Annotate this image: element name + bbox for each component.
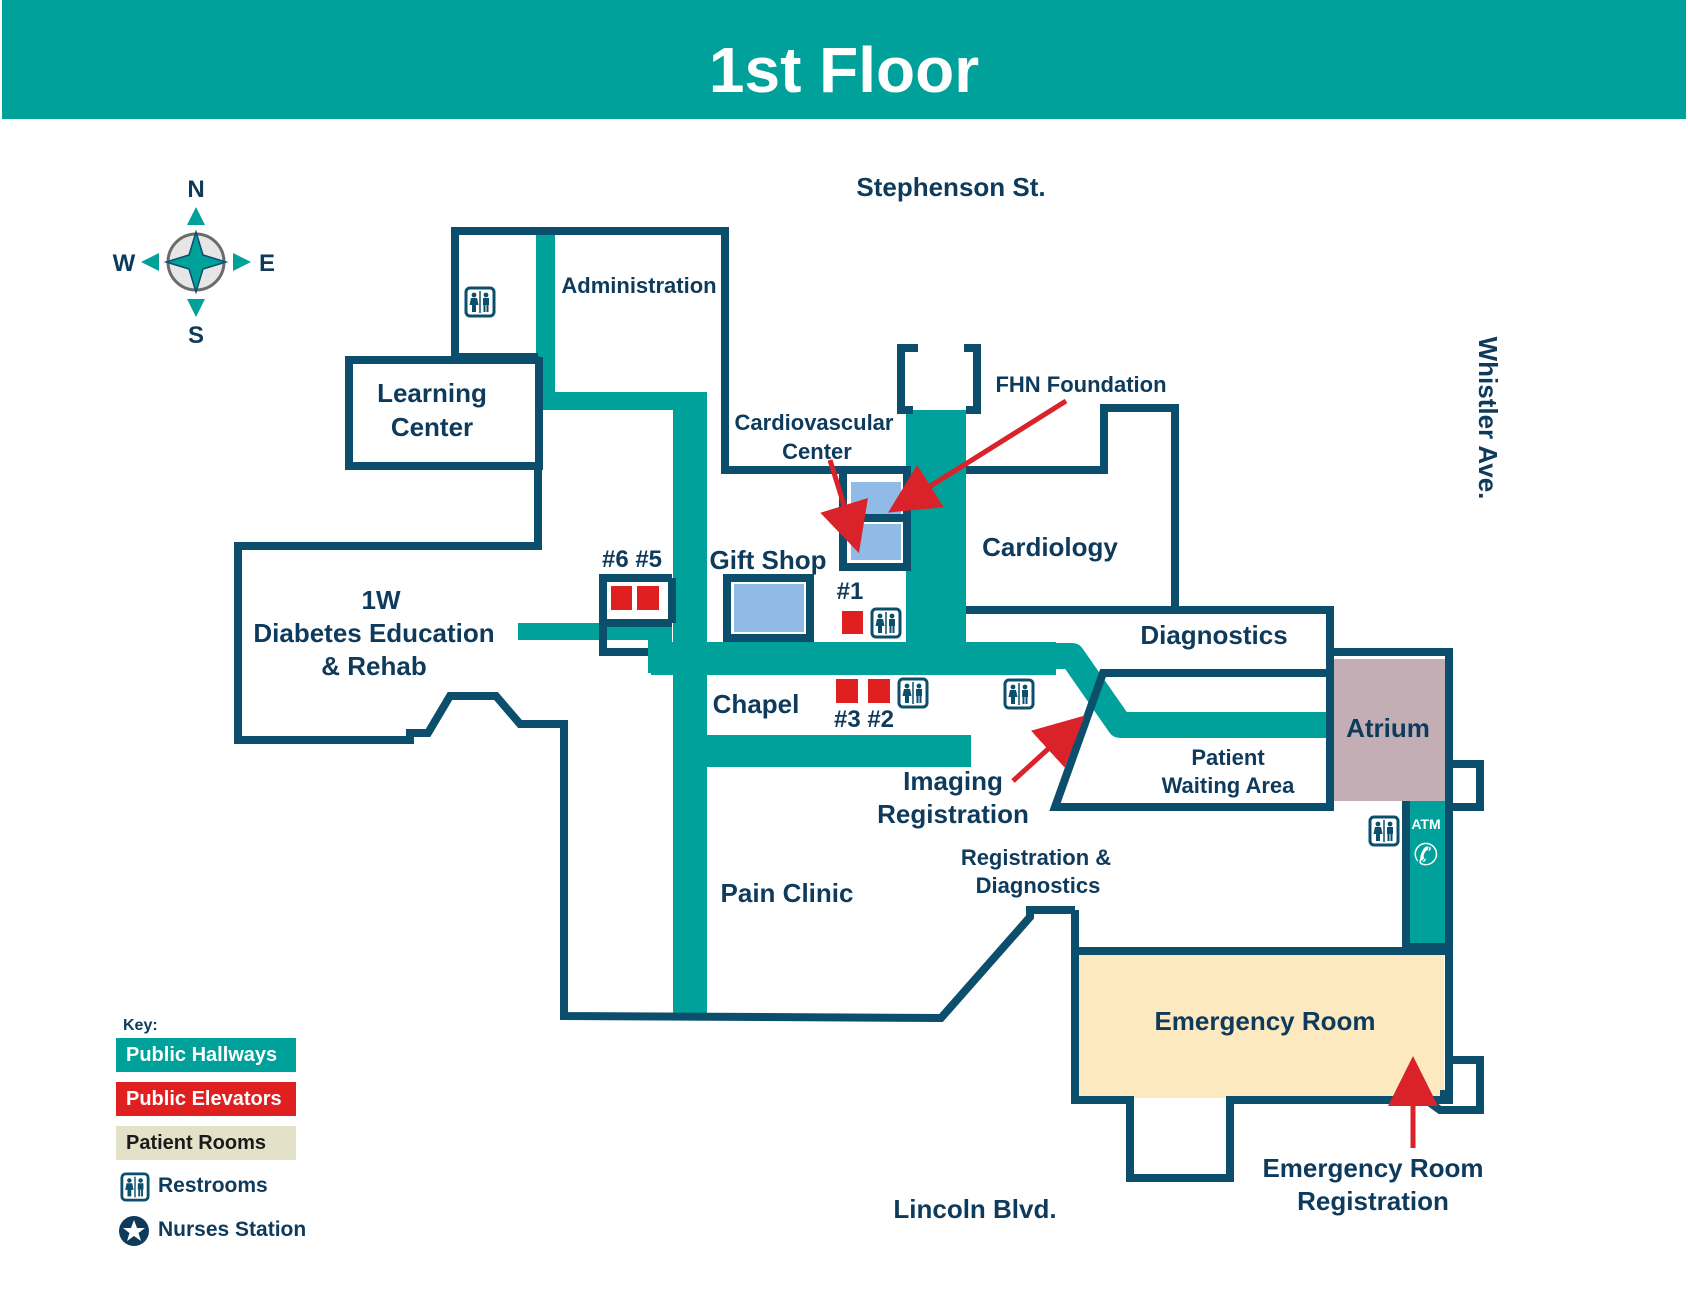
compass-west: W <box>113 250 136 277</box>
atrium-label: Atrium <box>1346 713 1430 743</box>
fhn-foundation-label: FHN Foundation <box>995 372 1166 397</box>
learning-center-label-1: Learning <box>377 378 487 408</box>
elevator-1 <box>842 611 863 634</box>
rehab-label-2: Diabetes Education <box>253 618 494 648</box>
rehab-label-1: 1W <box>362 585 401 615</box>
street-north: Stephenson St. <box>856 172 1045 202</box>
restroom-icon <box>120 1172 150 1202</box>
compass-east: E <box>259 250 275 277</box>
reg-diag-label-1: Registration & <box>961 845 1111 870</box>
er-registration-label-1: Emergency Room <box>1262 1153 1483 1183</box>
direction-arrows <box>820 398 1438 1148</box>
public-hallways <box>518 235 1447 1016</box>
cardiovascular-label-1: Cardiovascular <box>735 410 894 435</box>
cardiovascular-label-2: Center <box>782 439 852 464</box>
elevator-5 <box>637 586 659 610</box>
key-restrooms: Restrooms <box>158 1174 268 1197</box>
restroom-icon <box>897 677 929 709</box>
cardiology-label: Cardiology <box>982 532 1118 562</box>
key-elevators: Public Elevators <box>116 1082 296 1116</box>
elevator-2 <box>868 679 890 703</box>
key-patient-rooms: Patient Rooms <box>116 1126 296 1160</box>
key-nurses: Nurses Station <box>158 1218 307 1241</box>
patient-waiting-label-1: Patient <box>1191 745 1265 770</box>
gift-shop-label: Gift Shop <box>710 545 827 575</box>
cardiovascular-glass-bottom <box>851 524 901 560</box>
restroom-icon <box>870 607 902 639</box>
elevator-1-label: #1 <box>837 578 864 605</box>
title-banner: 1st Floor <box>2 0 1686 119</box>
building-walls <box>234 227 1484 1182</box>
elevator-3 <box>836 679 858 703</box>
reg-diag-label-2: Diagnostics <box>976 873 1101 898</box>
floor-title: 1st Floor <box>708 34 980 106</box>
atrium-fill <box>1334 659 1446 801</box>
diagnostics-label: Diagnostics <box>1140 620 1287 650</box>
nurses-station-icon <box>119 1216 149 1246</box>
elevator-6 <box>611 586 632 610</box>
learning-center-label-2: Center <box>391 412 473 442</box>
restroom-icon <box>1003 678 1035 710</box>
chapel-room <box>707 675 803 735</box>
public-elevators <box>611 586 890 703</box>
chapel-label: Chapel <box>713 689 800 719</box>
elevator-3-2-label: #3 #2 <box>834 706 894 733</box>
emergency-room-label: Emergency Room <box>1154 1006 1375 1036</box>
street-south: Lincoln Blvd. <box>893 1194 1056 1224</box>
key-hallways: Public Hallways <box>116 1038 296 1072</box>
compass-north: N <box>187 176 204 203</box>
gift-shop-glass <box>734 584 804 632</box>
compass-icon: N S W E <box>113 176 275 349</box>
imaging-label-1: Imaging <box>903 766 1003 796</box>
patient-waiting-label-2: Waiting Area <box>1162 773 1296 798</box>
emergency-room-fill <box>1076 952 1444 1098</box>
key-heading: Key: <box>123 1017 158 1034</box>
restroom-icon <box>1368 815 1400 847</box>
phone-icon: ✆ <box>1413 838 1438 873</box>
imaging-label-2: Registration <box>877 799 1029 829</box>
rehab-label-3: & Rehab <box>321 651 426 681</box>
er-registration-label-2: Registration <box>1297 1186 1449 1216</box>
restroom-icon <box>464 286 496 318</box>
administration-label: Administration <box>561 273 716 298</box>
pain-clinic-label: Pain Clinic <box>721 878 854 908</box>
cardiovascular-glass-top <box>851 482 901 516</box>
atm-label: ATM <box>1411 816 1440 832</box>
street-east: Whistler Ave. <box>1473 337 1503 500</box>
compass-south: S <box>188 322 204 349</box>
elevator-6-5-label: #6 #5 <box>602 546 662 573</box>
